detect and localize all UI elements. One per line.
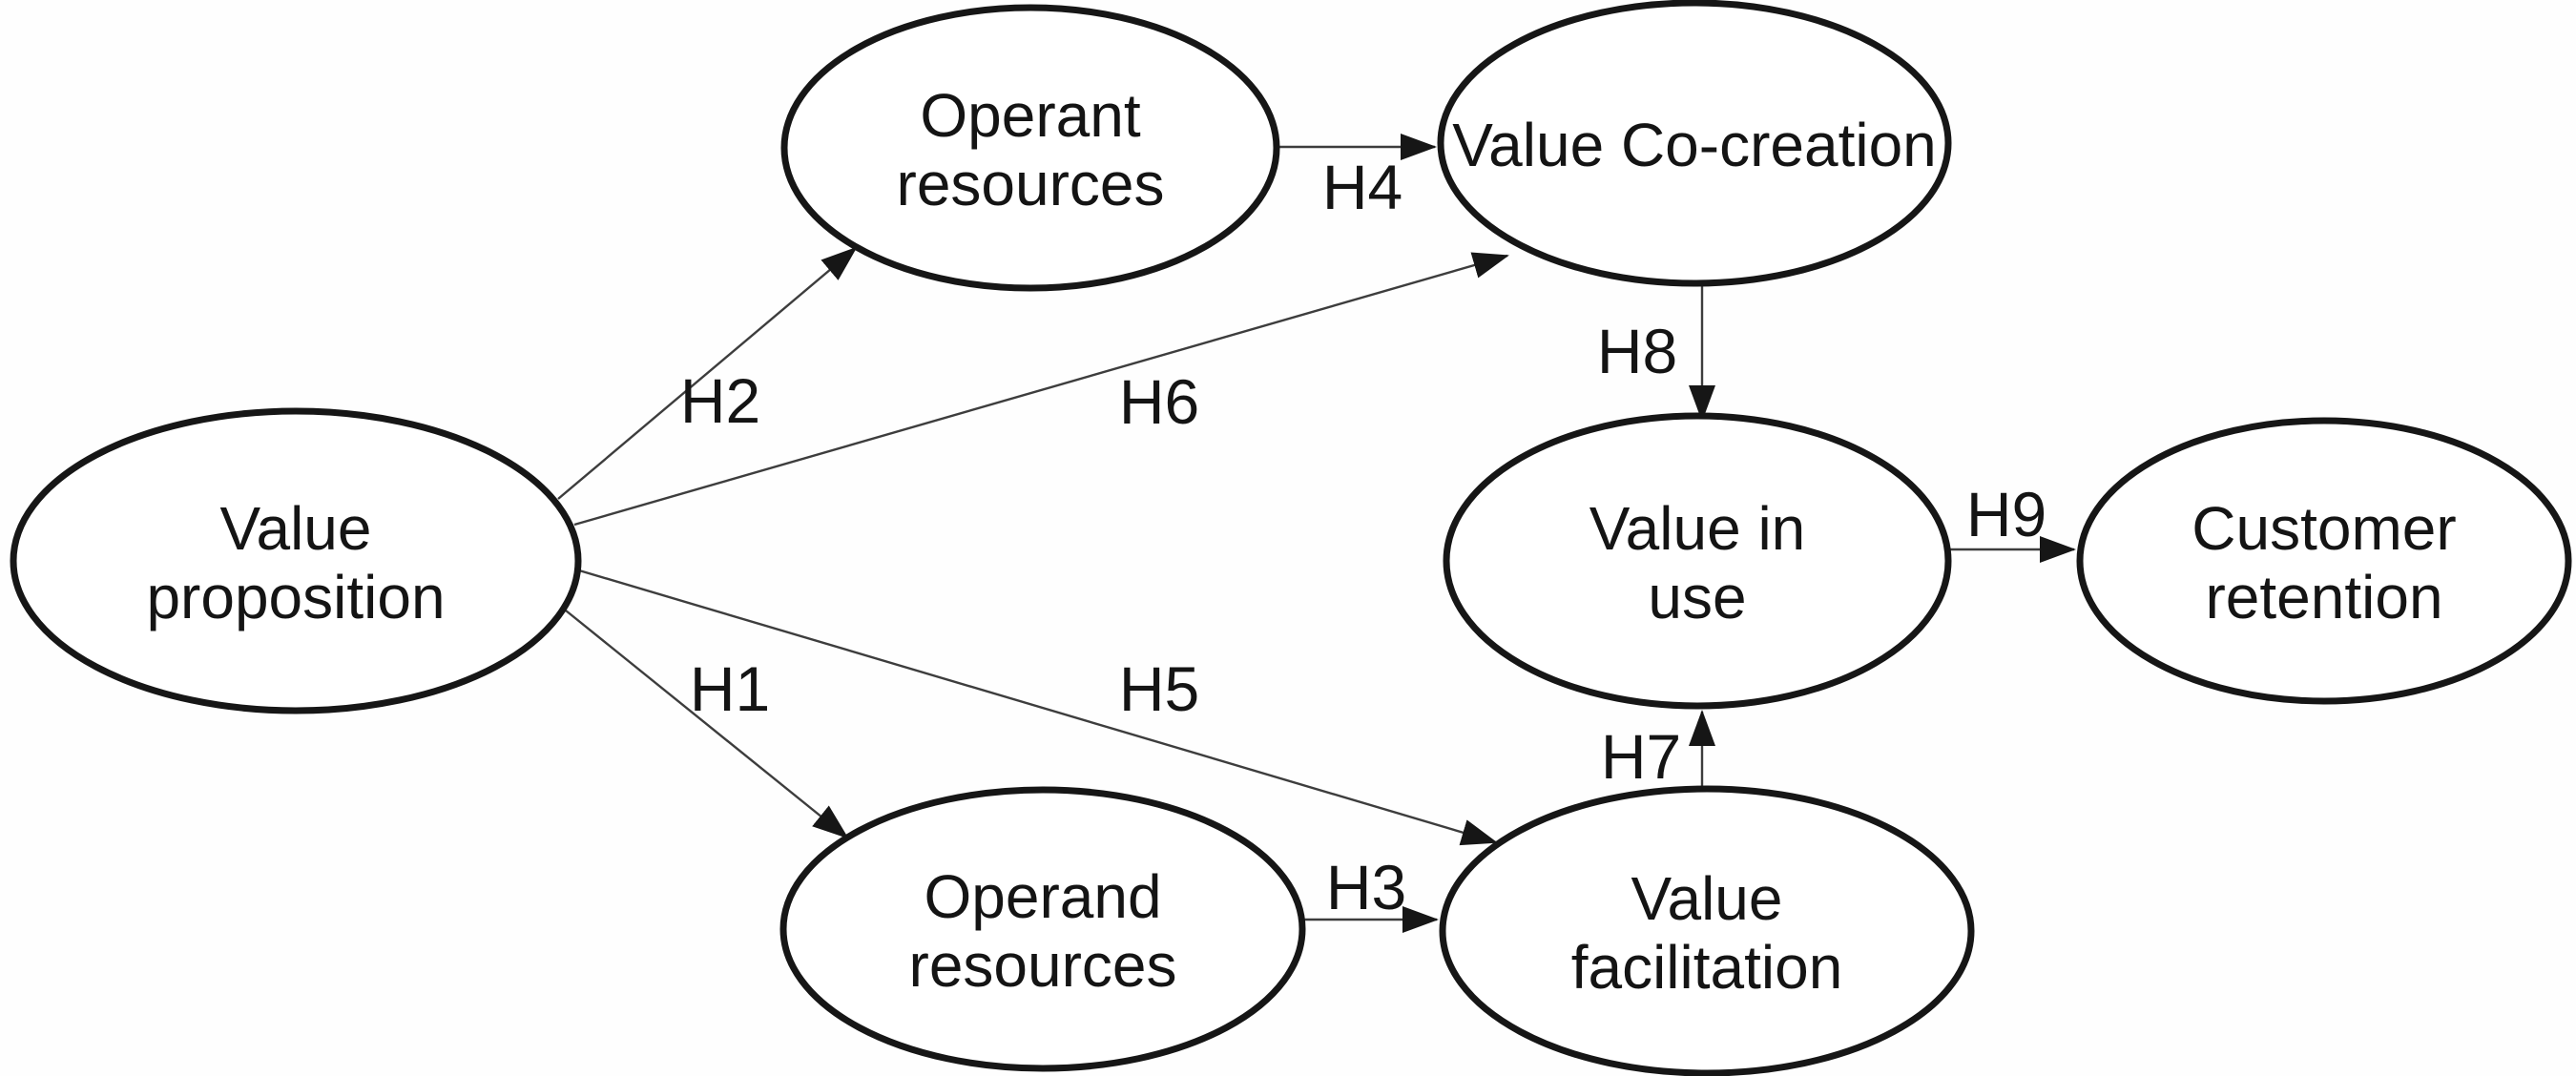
node-operant-resources-label-line2: resources: [897, 150, 1165, 218]
node-value-facilitation-ellipse: [1439, 785, 1975, 1076]
edge-h8-label: H8: [1597, 316, 1677, 386]
node-value-co-creation-label-line1: Value Co-creation: [1452, 111, 1937, 179]
edge-h6-arrow: [573, 252, 1509, 527]
node-operand-resources-label-line1: Operand: [924, 862, 1161, 931]
edge-h4-label: H4: [1322, 152, 1402, 222]
node-value-in-use-ellipse: [1443, 412, 1952, 710]
node-value-in-use-label-line2: use: [1648, 563, 1746, 631]
edge-h1-label: H1: [690, 653, 770, 724]
edge-layer: [557, 134, 2076, 933]
node-value-proposition-label-line1: Value: [220, 494, 372, 563]
node-value-proposition-label-line2: proposition: [146, 563, 445, 631]
edge-h2-arrow: [557, 246, 858, 500]
edge-h6-label: H6: [1119, 366, 1199, 437]
edge-h7-label: H7: [1601, 721, 1681, 792]
node-value-in-use-label-line1: Value in: [1589, 494, 1806, 563]
edge-h3-label: H3: [1326, 852, 1406, 922]
node-value-facilitation-label-line1: Value: [1631, 864, 1783, 933]
edge-h2-label: H2: [680, 365, 760, 436]
node-value-co-creation: Value Co-creation: [1437, 0, 1952, 287]
node-operand-resources-ellipse: [779, 786, 1306, 1072]
node-operant-resources-label-line1: Operant: [920, 81, 1140, 150]
node-value-co-creation-ellipse: [1437, 0, 1952, 287]
edge-h1-arrow: [565, 610, 849, 839]
node-operand-resources-label-line2: resources: [909, 931, 1177, 1000]
node-customer-retention-label-line2: retention: [2205, 563, 2442, 631]
node-customer-retention-label-line1: Customer: [2192, 494, 2456, 563]
edge-h5-arrow: [578, 569, 1498, 846]
node-operant-resources-ellipse: [780, 4, 1280, 292]
edge-h9-label: H9: [1966, 479, 2046, 549]
edge-h5-label: H5: [1119, 653, 1199, 724]
node-customer-retention-ellipse: [2076, 417, 2572, 705]
node-value-proposition-ellipse: [10, 407, 582, 714]
node-value-facilitation-label-line2: facilitation: [1571, 933, 1843, 1002]
